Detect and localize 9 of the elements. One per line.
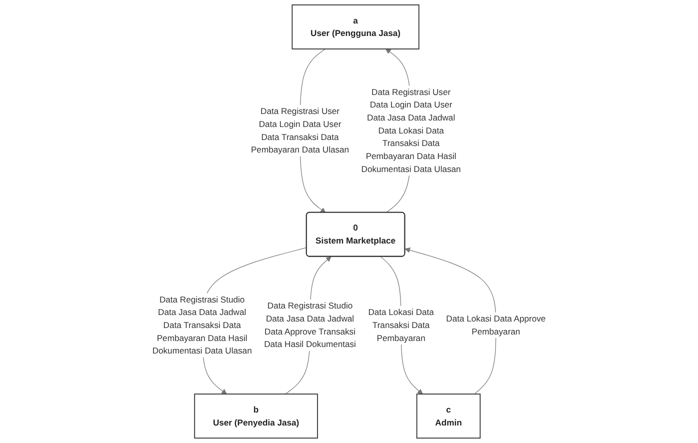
node-box: b User (Penyedia Jasa) — [194, 394, 318, 439]
edge-label: Data Lokasi Data Approve Pembayaran — [446, 314, 546, 336]
edge-label: Data Registrasi Studio Data Jasa Data Jadwal Data Approve Transaksi Data Hasil Dokumentasi — [264, 300, 356, 350]
edge-label: Data Registrasi Studio Data Jasa Data Jadwal Data Transaksi Data Pembayaran Data Hasil Dokumentasi Data Ulasan — [152, 294, 252, 356]
edge-label: Data Registrasi User Data Login Data User Data Jasa Data Jadwal Data Lokasi Data Transaksi Data Pembayaran Data Hasil Dokumentasi Data Ulasan — [361, 86, 461, 174]
edge-label: Data Lokasi Data Transaksi Data Pembayaran — [368, 307, 434, 343]
node-box: c Admin — [416, 394, 481, 439]
node-box: a User (Pengguna Jasa) — [292, 4, 420, 50]
edge-label: Data Registrasi User Data Login Data User Data Transaksi Data Pembayaran Data Ulasan — [250, 106, 350, 154]
